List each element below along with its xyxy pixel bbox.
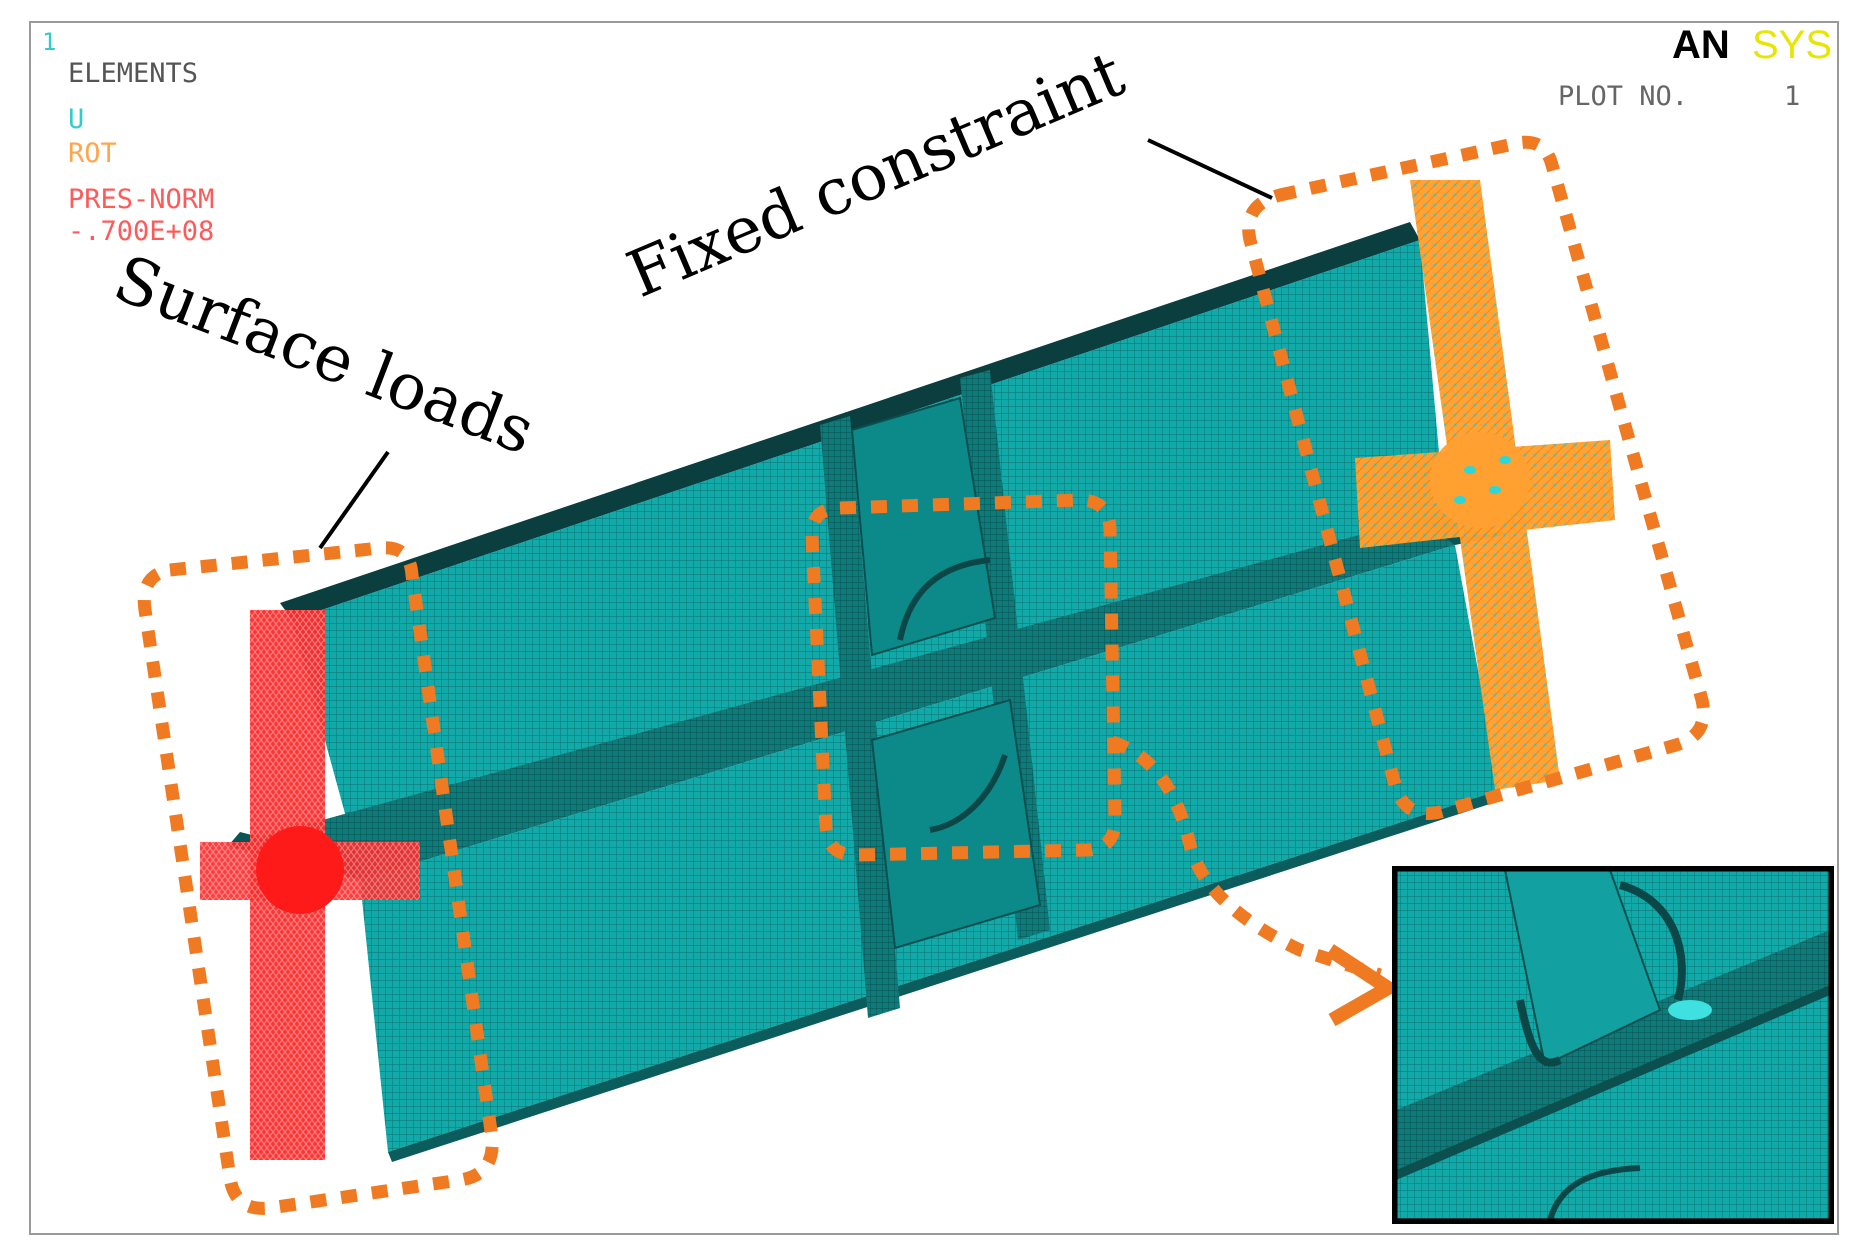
- ansys-logo: AN SYS: [1672, 23, 1832, 67]
- plot-number-value: 1: [1784, 81, 1800, 112]
- legend-item-rot: ROT: [68, 138, 117, 169]
- surface-loads-leader: [318, 450, 390, 550]
- legend-item-pres-value: -.700E+08: [68, 216, 214, 247]
- highlight-fixed-constraint-region: [1242, 135, 1710, 820]
- surface-load-arrows: [200, 610, 420, 1160]
- highlight-cutout-region: [805, 493, 1122, 862]
- corner-number: 1: [42, 28, 56, 56]
- highlight-outlines: [137, 135, 1710, 1215]
- svg-text:SYS: SYS: [1752, 23, 1832, 67]
- plot-number-label: PLOT NO.: [1558, 81, 1688, 112]
- arrow-head-icon: [1326, 944, 1402, 1027]
- zoom-inset: [1392, 866, 1834, 1224]
- legend-title: ELEMENTS: [68, 58, 198, 89]
- legend-item-pres-norm: PRES-NORM: [68, 184, 214, 215]
- fixed-constraint-leader: [1147, 138, 1273, 200]
- legend-item-u: U: [68, 104, 84, 135]
- highlight-arrow-line: [1109, 735, 1382, 982]
- fixed-constraint-symbols: [1355, 180, 1615, 790]
- svg-text:AN: AN: [1672, 23, 1730, 67]
